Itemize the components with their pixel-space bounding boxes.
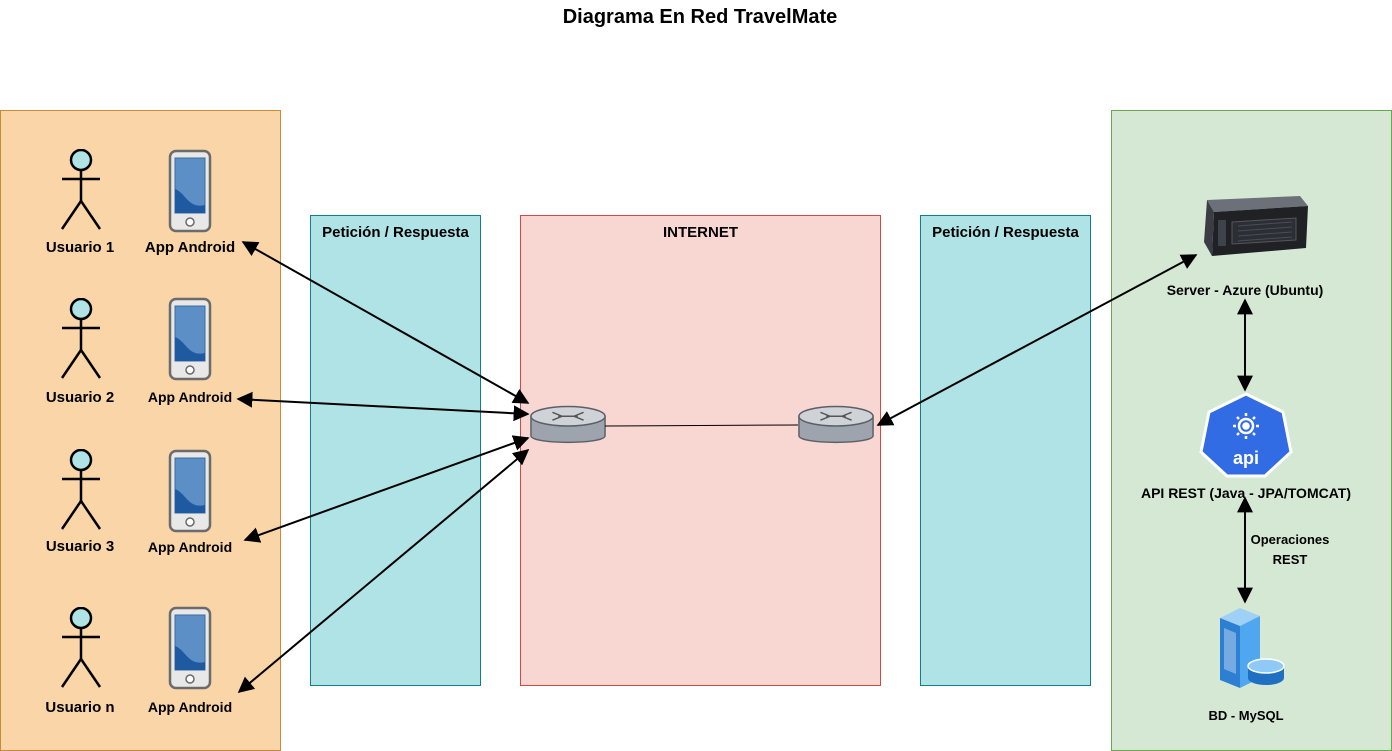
app-label: App Android (144, 239, 236, 256)
server-label: Server - Azure (Ubuntu) (1166, 282, 1324, 298)
user-label: Usuario 2 (45, 389, 115, 406)
link-router-router (604, 424, 799, 427)
rest-operations-label: Operaciones REST (1240, 530, 1340, 570)
link-app3-router (243, 435, 530, 543)
user-label: Usuario n (45, 699, 115, 716)
rest-operations-line1: Operaciones (1250, 532, 1330, 547)
internet-label: INTERNET (663, 224, 738, 241)
link-router-server (876, 254, 1198, 426)
users-zone (0, 110, 281, 751)
app-label: App Android (147, 699, 233, 715)
link-app1-router (241, 241, 530, 404)
app-label: App Android (147, 539, 233, 555)
internet-zone: INTERNET (520, 215, 881, 686)
diagram-title: Diagrama En Red TravelMate (562, 6, 838, 28)
request-response-label-left: Petición / Respuesta (322, 224, 469, 241)
user-label: Usuario 1 (45, 239, 115, 256)
api-hexagon-icon: api (1199, 392, 1293, 478)
user-label: Usuario 3 (45, 538, 115, 555)
request-response-label-right: Petición / Respuesta (932, 224, 1079, 241)
link-appn-router (237, 448, 530, 694)
link-app2-router (236, 391, 530, 422)
api-label: API REST (Java - JPA/TOMCAT) (1140, 485, 1352, 501)
db-label: BD - MySQL (1208, 708, 1284, 723)
rest-operations-line2: REST (1272, 552, 1308, 567)
api-icon-text: api (1233, 448, 1259, 468)
app-label: App Android (147, 389, 233, 405)
